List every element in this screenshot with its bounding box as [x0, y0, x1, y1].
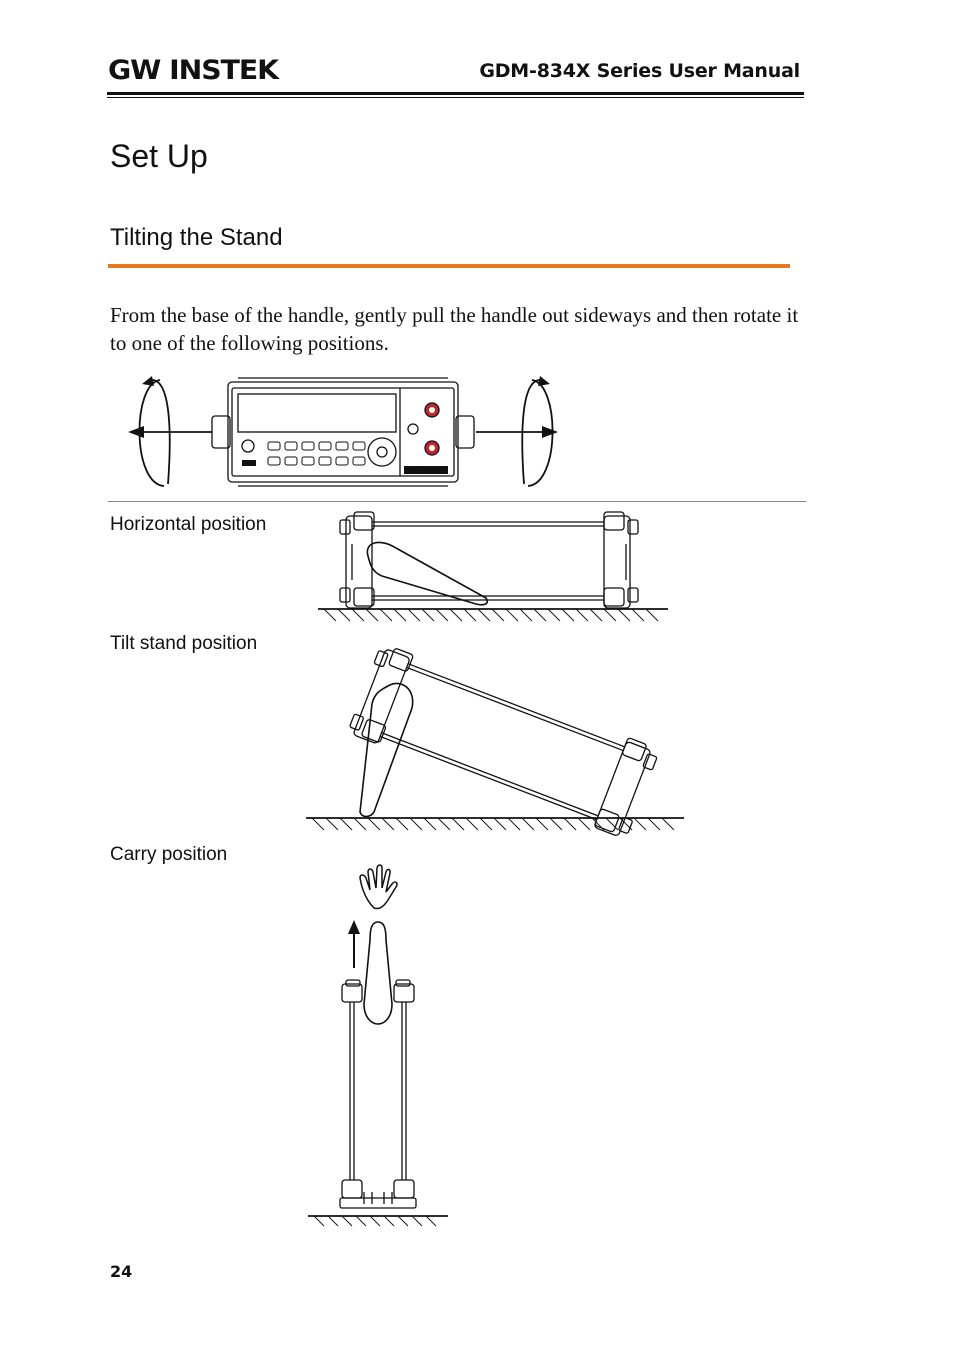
header-rule — [107, 92, 804, 95]
tilt-position-illustration — [306, 648, 684, 836]
keypad — [267, 441, 366, 466]
rotate-right-arrow-icon — [476, 376, 558, 487]
instruction-text: From the base of the handle, gently pull… — [110, 303, 799, 355]
horizontal-position-illustration — [318, 511, 668, 622]
display-window — [237, 393, 397, 433]
header-rule-thin — [107, 97, 804, 98]
nav-pad-icon — [367, 437, 397, 467]
rotate-left-arrow-icon — [128, 376, 212, 487]
logo-text: GW INSTEK — [108, 55, 280, 86]
section-title: Set Up — [110, 138, 208, 174]
gw-instek-logo: GW INSTEK — [108, 55, 281, 86]
carry-position-label: Carry position — [110, 844, 228, 865]
power-button-icon — [241, 439, 255, 453]
tilt-handle — [359, 682, 414, 818]
page-number: 24 — [110, 1262, 133, 1281]
carry-position-illustration — [308, 864, 448, 1227]
subsection-title: Tilting the Stand — [110, 224, 283, 251]
manual-title: GDM-834X Series User Manual — [479, 60, 800, 82]
front-panel-illustration — [128, 376, 558, 487]
subsection-underline — [108, 264, 790, 268]
lift-up-arrow-icon — [348, 920, 360, 968]
hand-icon — [359, 864, 398, 910]
section-divider — [108, 501, 806, 502]
handle — [366, 541, 489, 606]
horizontal-position-label: Horizontal position — [110, 514, 267, 535]
carry-handle — [363, 921, 393, 1025]
tilt-position-label: Tilt stand position — [110, 633, 258, 654]
